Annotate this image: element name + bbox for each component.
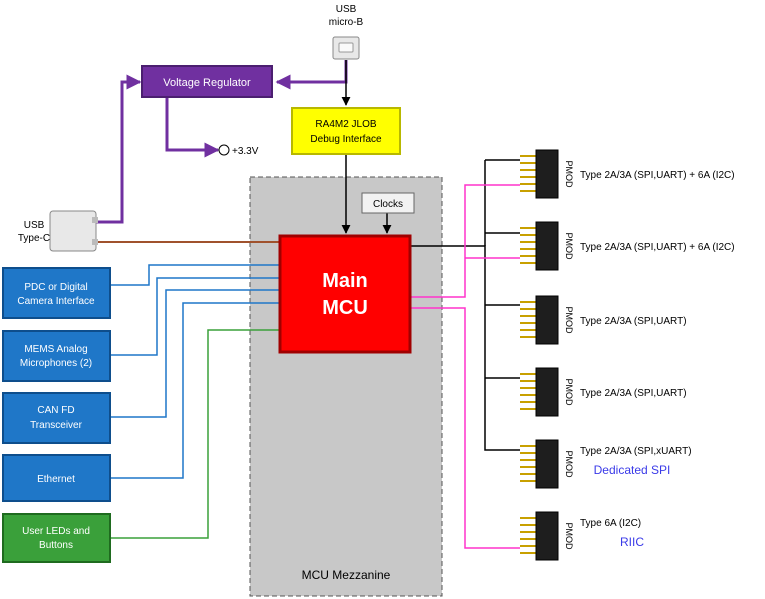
mcu-label-1: Main (322, 270, 368, 292)
camera-label-1: PDC or Digital (24, 282, 87, 293)
usb-typec-label-2: Type-C (18, 233, 50, 244)
voltage-regulator-label: Voltage Regulator (163, 77, 251, 89)
mems-label-2: Microphones (2) (20, 358, 92, 369)
voltage-regulator-block (141, 65, 273, 98)
camera-label-2: Camera Interface (17, 296, 95, 307)
usb-micro-label-1: USB (336, 4, 357, 15)
usb-micro-b-connector (332, 36, 360, 60)
leds-label-2: Buttons (39, 540, 73, 551)
wire-camera-to-mcu (110, 264, 280, 286)
ethernet-label: Ethernet (37, 474, 75, 485)
pmod-header-body (535, 511, 559, 561)
pmod-connector-6: PMOD Type 6A (I2C) RIIC (520, 511, 644, 561)
pmod-vertical-label: PMOD (564, 233, 574, 261)
wire-mems-to-mcu (110, 277, 280, 356)
usb-typec-label-1: USB (24, 220, 45, 231)
pmod-type-label: Type 2A/3A (SPI,UART) (580, 316, 687, 327)
pmod-vertical-label: PMOD (564, 523, 574, 551)
clocks-block (361, 192, 415, 214)
wire-mcu-black-bus (410, 245, 520, 451)
debug-interface-block (291, 107, 401, 155)
mezzanine-label: MCU Mezzanine (302, 568, 391, 582)
pmod-connector-1: PMOD Type 2A/3A (SPI,UART) + 6A (I2C) (520, 149, 735, 199)
debug-label-2: Debug Interface (310, 134, 382, 145)
wire-ethernet-to-mcu (110, 302, 280, 479)
mems-label-1: MEMS Analog (24, 344, 87, 355)
pmod-type-label: Type 2A/3A (SPI,UART) + 6A (I2C) (580, 242, 735, 253)
canfd-label-1: CAN FD (37, 405, 74, 416)
pmod-connector-3: PMOD Type 2A/3A (SPI,UART) (520, 295, 687, 345)
wire-pink-i2c-upper (410, 184, 520, 298)
leds-label-1: User LEDs and (22, 526, 90, 537)
pmod-vertical-label: PMOD (564, 379, 574, 407)
wire-usb-micro-to-regulator (275, 60, 348, 90)
pmod-type-label: Type 6A (I2C) (580, 518, 641, 529)
pmod-vertical-label: PMOD (564, 307, 574, 335)
wire-regulator-to-rail (165, 98, 220, 158)
usb-micro-label-2: micro-B (329, 17, 364, 28)
pmod-note-label: Dedicated SPI (594, 463, 671, 477)
pmod-header-body (535, 221, 559, 271)
pmod-connector-4: PMOD Type 2A/3A (SPI,UART) (520, 367, 687, 417)
canfd-transceiver-block (2, 392, 111, 444)
pmod-note-label: RIIC (620, 535, 644, 549)
debug-label-1: RA4M2 JLOB (315, 119, 376, 130)
wire-leds-to-mcu (110, 329, 280, 539)
user-leds-buttons-block (2, 513, 111, 563)
main-mcu-block (278, 234, 412, 354)
usb-typec-connector (49, 210, 98, 252)
rail-terminal-icon (218, 144, 230, 156)
ethernet-block (2, 454, 111, 502)
pmod-header-body (535, 439, 559, 489)
rail-label: +3.3V (232, 146, 259, 157)
camera-interface-block (2, 267, 111, 319)
wire-usb-typec-to-regulator (96, 74, 142, 224)
canfd-label-2: Transceiver (30, 420, 83, 431)
mcu-label-2: MCU (322, 297, 368, 319)
clocks-label: Clocks (373, 199, 403, 210)
pmod-type-label: Type 2A/3A (SPI,xUART) (580, 446, 692, 457)
pmod-vertical-label: PMOD (564, 451, 574, 479)
pmod-type-label: Type 2A/3A (SPI,UART) + 6A (I2C) (580, 170, 735, 181)
pmod-header-body (535, 295, 559, 345)
pmod-type-label: Type 2A/3A (SPI,UART) (580, 388, 687, 399)
pmod-connector-5: PMOD Type 2A/3A (SPI,xUART) Dedicated SPI (520, 439, 692, 489)
mems-microphones-block (2, 330, 111, 382)
pmod-header-body (535, 149, 559, 199)
wire-pink-i2c-lower (410, 307, 520, 549)
wire-canfd-to-mcu (110, 289, 280, 418)
pmod-vertical-label: PMOD (564, 161, 574, 189)
pmod-header-body (535, 367, 559, 417)
pmod-connector-2: PMOD Type 2A/3A (SPI,UART) + 6A (I2C) (520, 221, 735, 271)
